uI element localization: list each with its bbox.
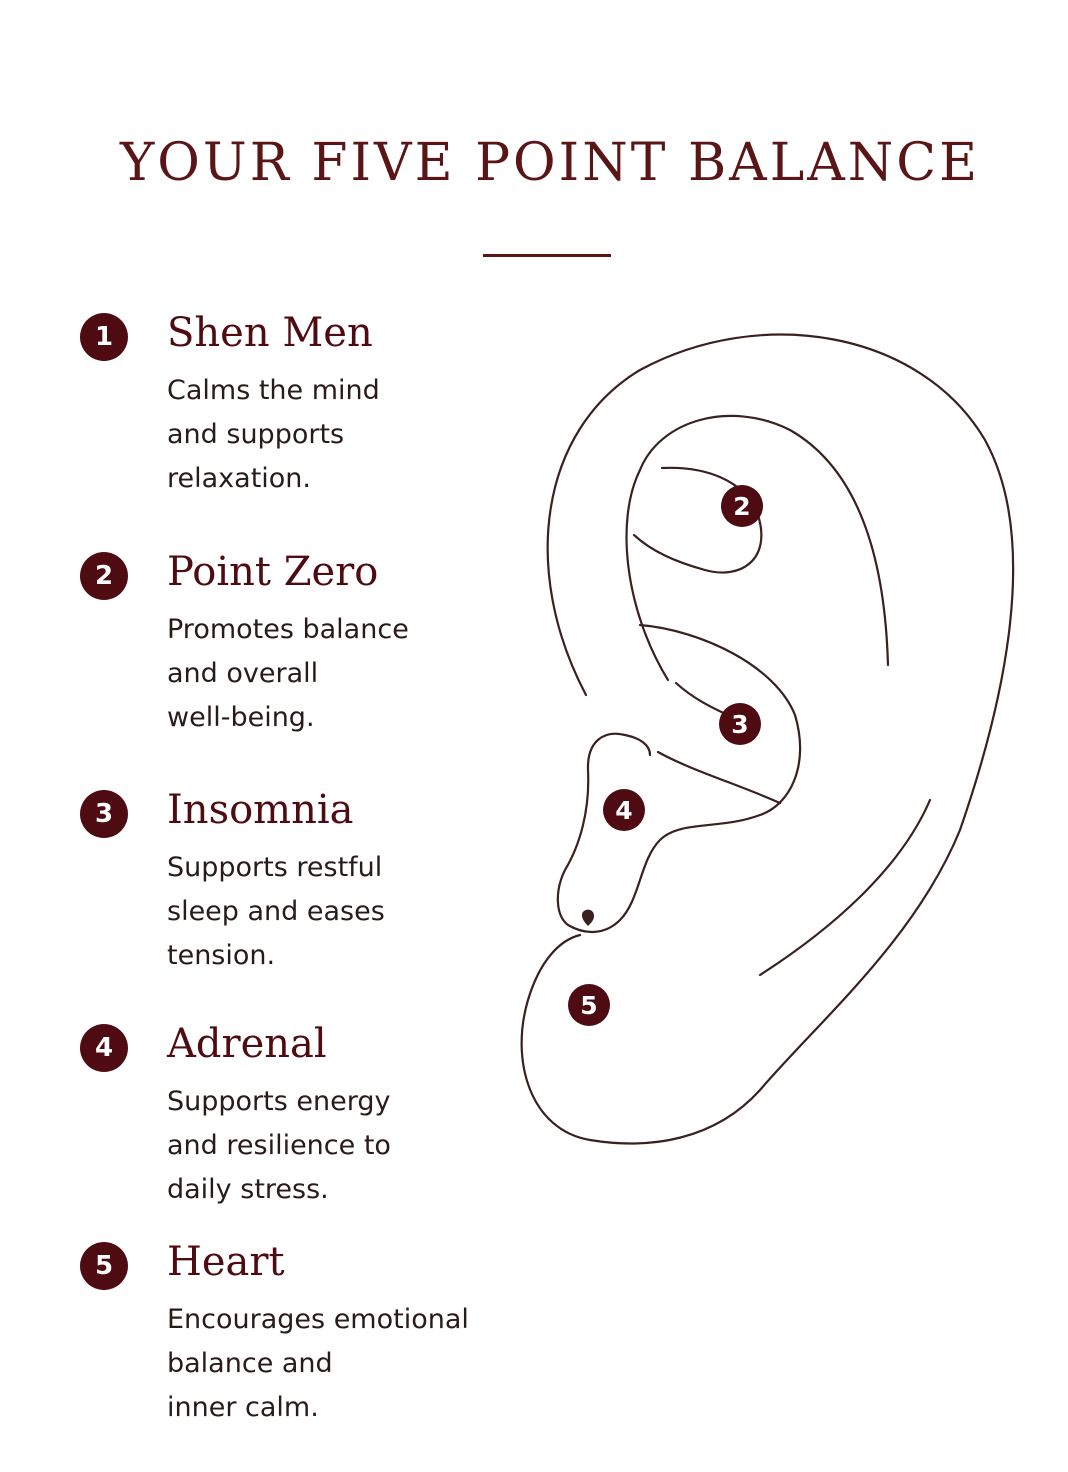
point-name: Point Zero <box>167 549 379 595</box>
diagram-marker-4: 4 <box>603 789 645 831</box>
antihelix-line <box>625 414 890 682</box>
tragus-line <box>656 750 782 805</box>
concha-line <box>556 623 802 933</box>
point-name: Shen Men <box>167 310 373 356</box>
point-description: Supports restful sleep and eases tension… <box>167 852 385 971</box>
ear-outline <box>520 333 1015 1145</box>
svg-text:2: 2 <box>733 492 750 521</box>
droplet-icon <box>581 909 594 926</box>
point-description: Promotes balance and overall well-being. <box>167 614 409 733</box>
point-number-badge: 1 <box>80 313 128 361</box>
point-name: Insomnia <box>167 787 354 833</box>
point-number-badge: 3 <box>80 790 128 838</box>
point-name: Heart <box>167 1239 285 1285</box>
svg-text:4: 4 <box>615 796 632 825</box>
point-number-badge: 2 <box>80 552 128 600</box>
svg-text:3: 3 <box>731 710 748 739</box>
point-name: Adrenal <box>167 1021 327 1067</box>
point-description: Supports energy and resilience to daily … <box>167 1086 391 1205</box>
page-title: YOUR FIVE POINT BALANCE <box>119 133 981 193</box>
svg-text:5: 5 <box>580 991 597 1020</box>
point-number-badge: 5 <box>80 1242 128 1290</box>
helix-root-curve <box>632 466 763 574</box>
diagram-marker-5: 5 <box>568 984 610 1026</box>
point-description: Encourages emotional balance and inner c… <box>167 1304 469 1423</box>
point-number-badge: 4 <box>80 1024 128 1072</box>
title-divider <box>483 254 611 257</box>
antitragus-line <box>758 798 932 977</box>
diagram-marker-3: 3 <box>719 703 761 745</box>
point-description: Calms the mind and supports relaxation. <box>167 375 380 494</box>
diagram-marker-2: 2 <box>721 485 763 527</box>
